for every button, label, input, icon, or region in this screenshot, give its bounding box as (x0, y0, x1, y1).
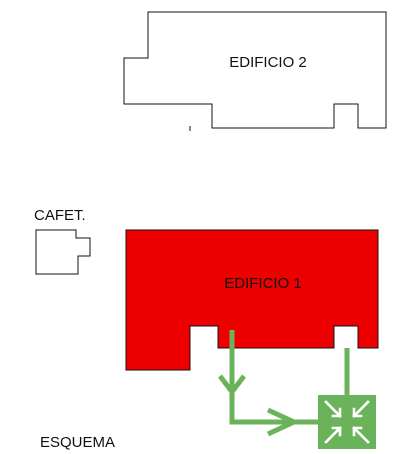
assembly-point (318, 395, 376, 449)
building-1-label: EDIFICIO 1 (224, 275, 302, 292)
cafeteria-shape (35, 229, 91, 275)
building-2-shape (123, 11, 387, 129)
evacuation-route (218, 330, 350, 437)
building-1-shape (125, 229, 379, 371)
route-arrow-right (266, 407, 300, 437)
building-2-label: EDIFICIO 2 (229, 54, 307, 71)
cafeteria-label: CAFET. (34, 207, 86, 224)
assembly-point-icon (324, 400, 370, 444)
diagram-label: ESQUEMA (40, 434, 115, 451)
route-arrow-down (218, 374, 246, 397)
